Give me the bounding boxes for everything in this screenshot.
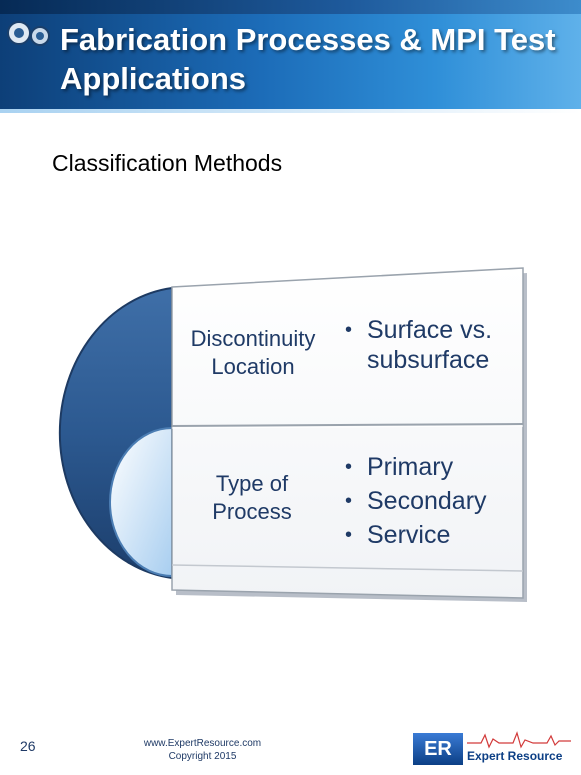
slide-header: Fabrication Processes & MPI Test Applica…: [0, 0, 581, 113]
footer-copyright: Copyright 2015: [168, 751, 237, 762]
slide-title: Fabrication Processes & MPI Test Applica…: [60, 22, 556, 96]
bullet-item: Primary: [345, 450, 487, 484]
section-subtitle: Classification Methods: [52, 150, 283, 176]
brand-abbr: ER: [413, 733, 463, 765]
bullet-list: Primary Secondary Service: [345, 450, 487, 552]
footer-credits: www.ExpertResource.com Copyright 2015: [120, 737, 285, 763]
bullet-item: Service: [345, 518, 487, 552]
bullet-item: Secondary: [345, 484, 487, 518]
bullet-item: Surface vs.: [345, 315, 492, 345]
bullet-item-continuation: subsurface: [367, 346, 490, 374]
inner-arc-shape: [109, 426, 173, 578]
bullet-list: Surface vs. subsurface: [345, 315, 492, 375]
row-divider: [171, 423, 524, 427]
category-label: Discontinuity Location: [173, 325, 333, 381]
category-label: Type of Process: [172, 470, 332, 526]
category-line: Type of: [215, 471, 289, 496]
pulse-line-icon: [467, 731, 571, 749]
brand-name: Expert Resource: [467, 749, 563, 763]
expert-resource-logo: ER Expert Resource: [413, 731, 573, 767]
footer-website: www.ExpertResource.com: [143, 738, 262, 749]
globe-logo-icon: [7, 21, 50, 46]
page-number: 26: [20, 738, 36, 754]
category-line: Location: [211, 354, 295, 379]
category-line: Process: [212, 499, 292, 524]
category-line: Discontinuity: [190, 326, 316, 351]
